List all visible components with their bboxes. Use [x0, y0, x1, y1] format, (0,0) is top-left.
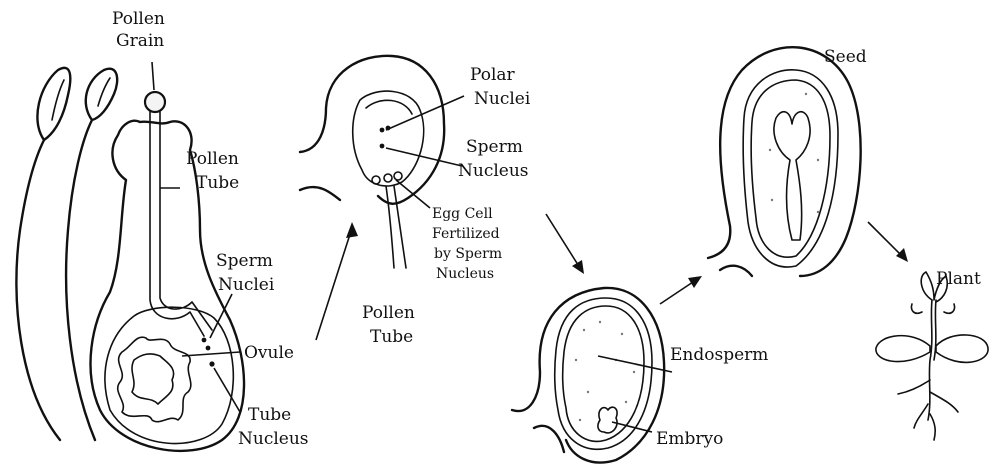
mature-embryo	[774, 112, 810, 240]
pollen-tube-channel	[150, 112, 204, 336]
stamen-right-filament	[66, 120, 95, 440]
seedling-panel: Plant	[876, 269, 988, 440]
ovule-panel: Polar Nuclei Sperm Nucleus Egg Cell Fert…	[300, 56, 531, 347]
seed-coat-outer	[512, 288, 664, 463]
label-endosperm: Endosperm	[670, 345, 768, 365]
sperm-nuclei-dot	[202, 338, 207, 343]
label-sperm-nuclei-2: Nuclei	[218, 275, 275, 295]
cotyledon-left	[876, 336, 930, 362]
label-sperm-nucleus-1: Sperm	[466, 137, 523, 157]
arrow-1	[316, 222, 358, 340]
label-pollen-tube-1: Pollen	[186, 149, 239, 169]
label-pollen-tube-b-1: Pollen	[362, 303, 415, 323]
developing-seed-panel: Endosperm Embryo	[512, 288, 768, 463]
stamen-left-anther	[37, 68, 70, 140]
label-embryo: Embryo	[656, 429, 723, 449]
embryo-sac	[353, 91, 424, 186]
arrow-2	[546, 214, 584, 274]
pollen-tube-b	[386, 186, 394, 268]
polar-nuclei-dot	[380, 128, 385, 133]
embryo	[598, 407, 617, 433]
label-polar-nuclei-1: Polar	[470, 65, 516, 85]
label-egg-cell-1: Egg Cell	[432, 206, 493, 222]
pollen-grain	[145, 92, 165, 112]
pistil-panel: Pollen Grain Pollen Tube Sperm Nuclei Ov…	[16, 9, 308, 451]
arrow-3	[660, 276, 702, 304]
label-ovule: Ovule	[244, 343, 294, 363]
seedling-roots	[898, 380, 958, 440]
label-seed: Seed	[824, 47, 867, 67]
label-pollen-grain-1: Pollen	[112, 9, 165, 29]
sperm-nucleus-dot	[380, 144, 385, 149]
label-pollen-tube-b-2: Tube	[370, 327, 413, 347]
cotyledon-right	[936, 335, 988, 362]
seedling-stem	[928, 300, 932, 420]
label-egg-cell-4: Nucleus	[436, 266, 494, 282]
endosperm-region	[555, 298, 652, 449]
stamen-left-filament	[16, 140, 60, 440]
label-plant: Plant	[936, 269, 981, 289]
label-polar-nuclei-2: Nuclei	[474, 89, 531, 109]
label-pollen-grain-2: Grain	[116, 31, 164, 51]
tube-nucleus-dot	[209, 361, 214, 366]
label-pollen-tube-2: Tube	[196, 173, 239, 193]
label-tube-nucleus-2: Nucleus	[238, 429, 309, 449]
mature-seed-panel: Seed	[708, 47, 867, 276]
label-sperm-nuclei-1: Sperm	[216, 251, 273, 271]
ovary-wall	[105, 307, 233, 443]
label-egg-cell-2: Fertilized	[432, 226, 500, 242]
arrow-4	[868, 222, 908, 262]
label-sperm-nucleus-2: Nucleus	[458, 161, 529, 181]
ovule	[118, 337, 191, 422]
label-egg-cell-3: by Sperm	[434, 246, 502, 262]
label-tube-nucleus-1: Tube	[248, 405, 291, 425]
egg-cell	[372, 176, 380, 184]
